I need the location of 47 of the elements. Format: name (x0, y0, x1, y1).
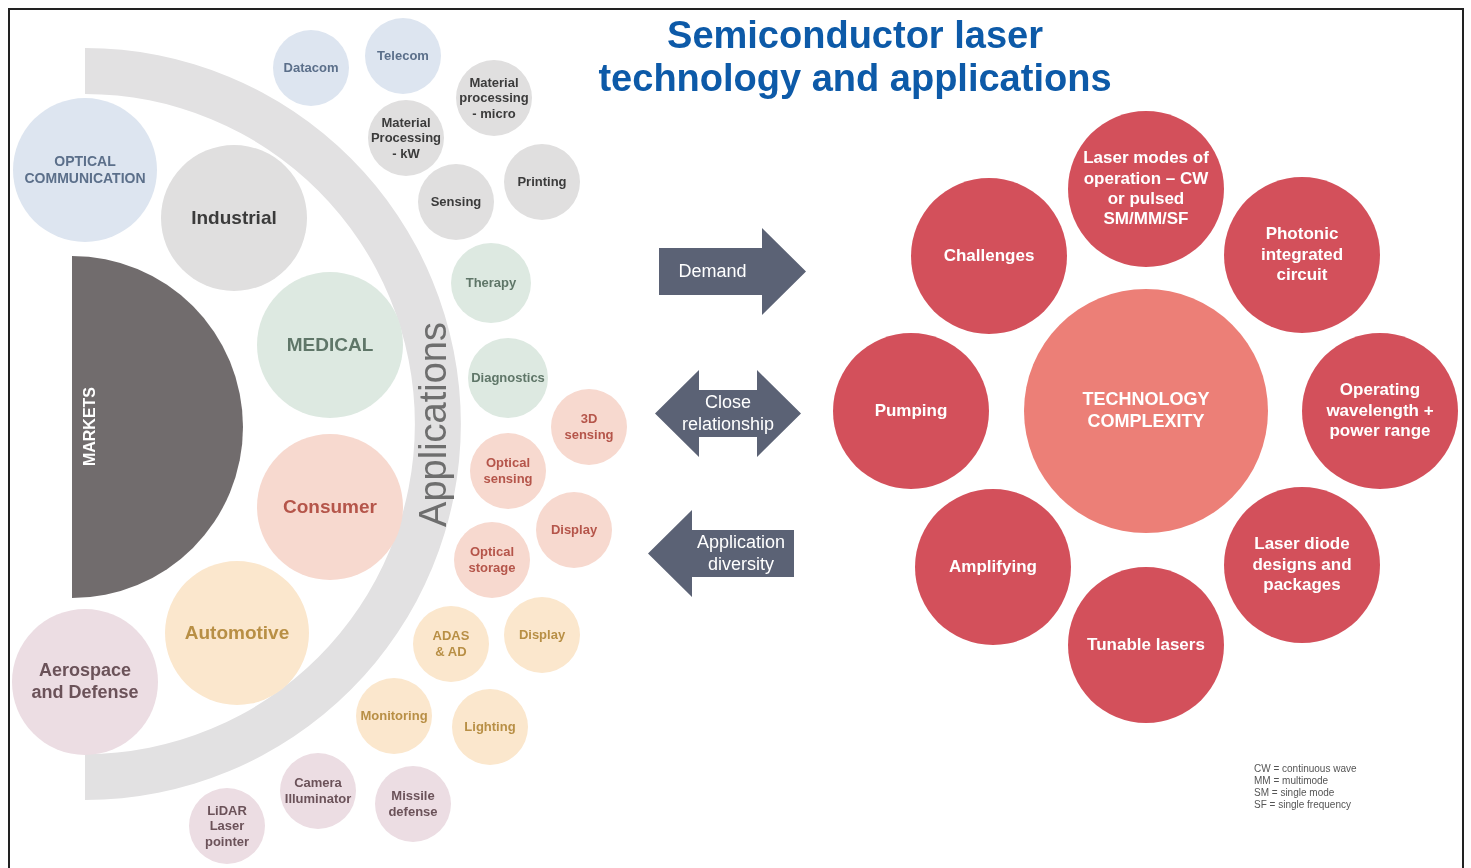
bubble-label: Diagnostics (471, 370, 545, 386)
bubble-label: Display (518, 627, 566, 643)
bubble-label: Automotive (184, 621, 290, 645)
bubble-label: Display (550, 522, 598, 538)
bubble-label: Lighting (464, 719, 516, 735)
bubble-label: Laser diode designs and packages (1251, 534, 1353, 596)
bubble-label: Therapy (465, 275, 517, 291)
edge-label: Close relationship (680, 391, 776, 436)
edge-label: Application diversity (695, 531, 787, 576)
bubble-label: Sensing (430, 194, 482, 210)
block-arrow (659, 228, 806, 315)
note: SM = single mode (1254, 787, 1335, 799)
bubble-label: MEDICAL (286, 333, 374, 357)
bubble-label: Telecom (377, 48, 429, 64)
bubble-label: Printing (517, 174, 567, 190)
bubble-label: Optical storage (467, 544, 517, 576)
bubble-label: Amplifying (949, 556, 1037, 578)
bubble-label: Consumer (283, 495, 377, 519)
bubble-label: TECHNOLOGY COMPLEXITY (1081, 389, 1211, 433)
bubble-label: Challenges (943, 245, 1035, 267)
bubble-label: Aerospace and Defense (30, 660, 140, 704)
block-arrow (655, 370, 801, 457)
bubble-label: Industrial (191, 206, 277, 230)
note: MM = multimode (1254, 775, 1329, 787)
bubble-label: Operating wavelength + power range (1325, 380, 1435, 442)
bubble-label: Material Processing - kW (369, 114, 443, 162)
bubble-label: Optical sensing (482, 455, 534, 487)
note: SF = single frequency (1254, 799, 1351, 811)
bubble-label: Monitoring (360, 708, 428, 724)
bubble-label: LiDAR Laser pointer (203, 802, 251, 850)
bubble-label: Camera Illuminator (283, 775, 353, 807)
bubble-label: ADAS & AD (431, 628, 471, 660)
title: Semiconductor laser technology and applications (597, 14, 1113, 100)
rotated-label: MARKETS (80, 387, 99, 467)
bubble-label: Datacom (283, 60, 339, 76)
bubble-label: Pumping (874, 400, 948, 422)
note: CW = continuous wave (1254, 763, 1357, 775)
bubble-label: 3D sensing (563, 411, 615, 443)
bubble-label: Laser modes of operation – CW or pulsed SM/MM/SF (1082, 148, 1210, 230)
rotated-label: Applications (411, 321, 456, 527)
edge-label: Demand (678, 260, 747, 283)
bubble-label: Photonic integrated circuit (1259, 224, 1345, 286)
bubble-label: Tunable lasers (1087, 634, 1205, 656)
bubble-label: OPTICAL COMMUNICATION (23, 153, 147, 187)
block-arrow (648, 510, 794, 597)
bubble-label: Missile defense (387, 788, 439, 820)
bubble-label: Material processing - micro (458, 74, 530, 122)
